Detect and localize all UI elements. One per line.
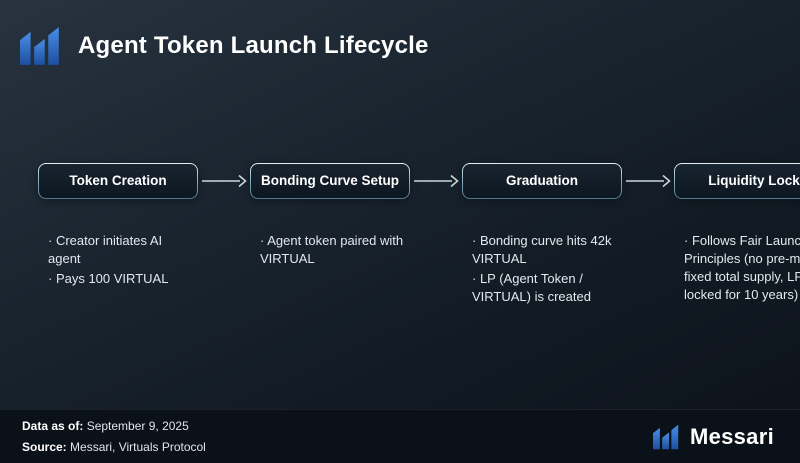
step-box: Bonding Curve Setup <box>250 162 410 200</box>
brand-name: Messari <box>689 423 774 449</box>
data-as-of-line: Data as of: September 9, 2025 <box>22 416 206 437</box>
bullet-item: · Creator initiates AI agent <box>48 233 163 266</box>
flow-arrow-icon <box>198 148 250 214</box>
step-box: Liquidity Lock <box>674 162 800 200</box>
bullet-item: · Agent token paired with VIRTUAL <box>260 233 404 266</box>
step-box-wrap: Bonding Curve Setup <box>250 148 410 214</box>
step-bonding-curve-setup: Bonding Curve Setup · Agent token paired… <box>250 148 410 270</box>
bullet-item: · Pays 100 VIRTUAL <box>48 270 169 286</box>
step-box: Token Creation <box>38 162 198 200</box>
footer-meta: Data as of: September 9, 2025 Source: Me… <box>22 416 206 458</box>
messari-logo-icon <box>18 26 62 66</box>
step-bullets: · Creator initiates AI agent · Pays 100 … <box>38 232 198 288</box>
step-box-wrap: Liquidity Lock <box>674 148 800 214</box>
step-label: Graduation <box>463 163 621 199</box>
data-as-of-value: September 9, 2025 <box>83 418 189 433</box>
source-line: Source: Messari, Virtuals Protocol <box>22 437 206 458</box>
step-box-wrap: Token Creation <box>38 148 198 214</box>
header: Agent Token Launch Lifecycle <box>0 0 800 70</box>
flow-arrow-icon <box>622 148 674 214</box>
step-label: Liquidity Lock <box>675 163 800 199</box>
step-box: Graduation <box>462 162 622 200</box>
step-bullets: · Agent token paired with VIRTUAL <box>250 232 410 268</box>
step-label: Token Creation <box>39 163 197 199</box>
page-title: Agent Token Launch Lifecycle <box>78 32 429 59</box>
flow-arrow-icon <box>410 148 462 214</box>
step-bullets: · Follows Fair Launch Principles (no pre… <box>674 232 800 304</box>
step-box-wrap: Graduation <box>462 148 622 214</box>
source-value: Messari, Virtuals Protocol <box>66 439 206 454</box>
data-as-of-label: Data as of: <box>22 418 84 433</box>
bullet-item: · Follows Fair Launch Principles (no pre… <box>684 233 800 302</box>
footer-brand: Messari <box>652 424 774 450</box>
step-liquidity-lock: Liquidity Lock · Follows Fair Launch Pri… <box>674 148 800 306</box>
step-label: Bonding Curve Setup <box>251 163 409 199</box>
bullet-item: · LP (Agent Token / VIRTUAL) is created <box>472 270 591 304</box>
source-label: Source: <box>22 439 67 454</box>
messari-logo-icon <box>652 424 680 450</box>
footer: Data as of: September 9, 2025 Source: Me… <box>0 409 800 463</box>
step-token-creation: Token Creation · Creator initiates AI ag… <box>38 148 198 290</box>
step-graduation: Graduation · Bonding curve hits 42k VIRT… <box>462 148 622 308</box>
step-bullets: · Bonding curve hits 42k VIRTUAL · LP (A… <box>462 232 622 306</box>
bullet-item: · Bonding curve hits 42k VIRTUAL <box>472 233 612 266</box>
lifecycle-flow: Token Creation · Creator initiates AI ag… <box>0 148 800 308</box>
